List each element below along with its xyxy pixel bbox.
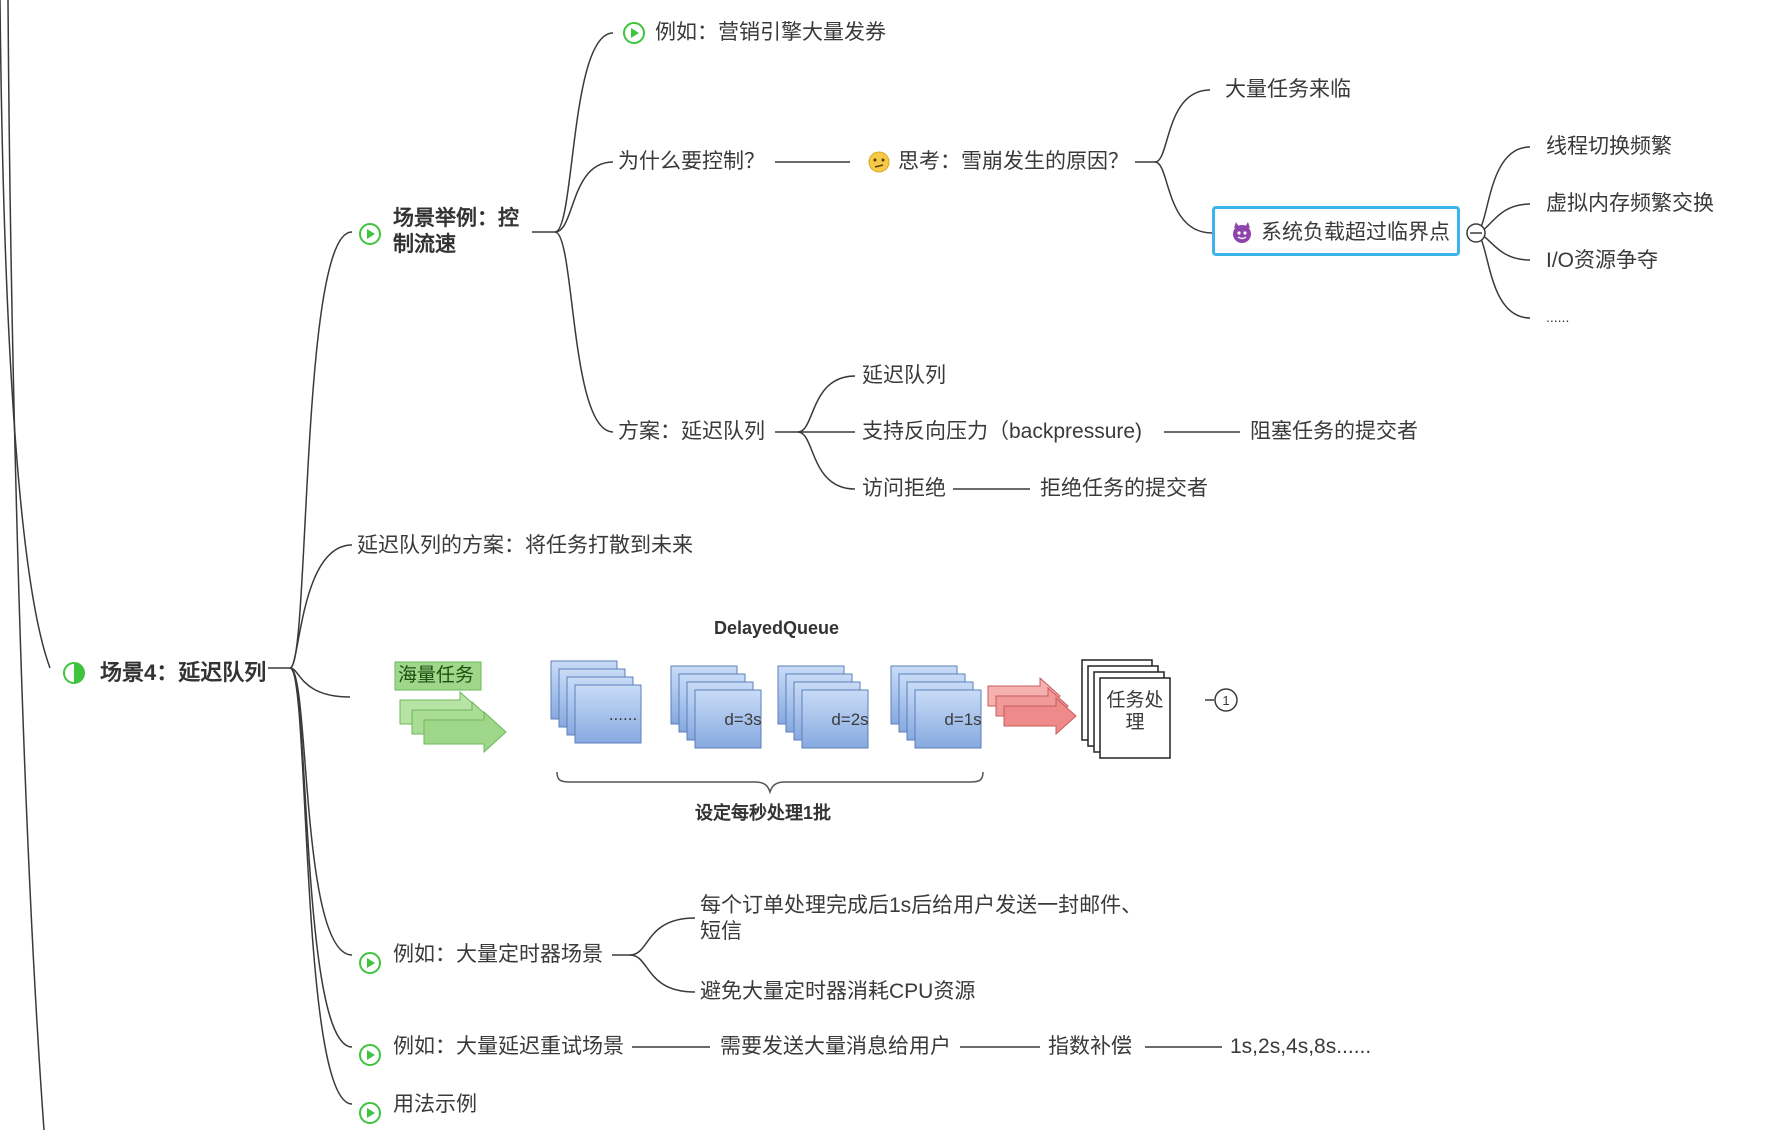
retry-step-3-label[interactable]: 1s,2s,4s,8s...... [1230,1035,1372,1058]
stack-1-label: ...... [608,705,638,724]
half-circle-progress-icon [63,662,85,684]
timer-node-label[interactable]: 例如：大量定时器场景 [393,943,603,966]
queue-stack-4 [890,665,982,749]
reject-result-label[interactable]: 拒绝任务的提交者 [1040,477,1208,500]
backpressure-result-label[interactable]: 阻塞任务的提交者 [1250,420,1418,443]
thinking-emoji-icon [868,151,890,173]
diagram-title: DelayedQueue [714,618,840,638]
example-connectors [612,917,1222,1048]
timer-item-1-label[interactable]: 每个订单处理完成后1s后给用户发送一封邮件、短信 [700,894,1143,943]
control-node-label[interactable]: 场景举例：控制流速 [393,207,519,256]
effect-3-label[interactable]: I/O资源争夺 [1546,249,1659,272]
effect-2-label[interactable]: 虚拟内存频繁交换 [1546,192,1714,215]
plan-node-label[interactable]: 方案：延迟队列 [618,420,765,443]
play-icons [359,22,645,1124]
input-arrows [399,690,507,754]
processor-box [1081,659,1171,759]
root-node-label[interactable]: 场景4：延迟队列 [100,660,267,685]
stack-2-label: d=3s [724,710,762,729]
control-example-label[interactable]: 例如：营销引擎大量发券 [655,21,886,44]
marker-badge[interactable] [1214,688,1238,712]
delay-plan-note[interactable]: 延迟队列的方案：将任务打散到未来 [357,534,693,557]
cause-2-label[interactable]: 系统负载超过临界点 [1261,221,1450,244]
plan-item-1-label[interactable]: 延迟队列 [862,364,946,387]
collapse-toggle[interactable] [1466,223,1486,243]
think-node-label[interactable]: 思考：雪崩发生的原因？ [898,150,1129,173]
why-node-label[interactable]: 为什么要控制？ [618,150,765,173]
input-label-bg [394,661,482,691]
queue-stack-3 [777,665,869,749]
devil-icon [1233,222,1251,243]
cause-1-label[interactable]: 大量任务来临 [1225,78,1351,101]
queue-stack-2 [670,665,762,749]
input-label: 海量任务 [398,665,475,686]
marker-text: 1 [1222,693,1229,708]
brace-label: 设定每秒处理1批 [695,803,832,823]
root-connectors [268,231,353,1105]
plan-item-3-label[interactable]: 访问拒绝 [862,477,946,500]
left-connectors [0,0,51,1130]
queue-stack-1 [550,660,642,744]
selected-node-frame[interactable] [1212,206,1460,256]
output-arrows [987,676,1077,736]
stack-4-label: d=1s [944,710,982,729]
usage-node-label[interactable]: 用法示例 [393,1093,477,1116]
retry-step-2-label[interactable]: 指数补偿 [1048,1035,1132,1058]
timer-item-2-label[interactable]: 避免大量定时器消耗CPU资源 [700,980,976,1003]
processor-label: 任务处理 [1106,690,1164,733]
retry-step-1-label[interactable]: 需要发送大量消息给用户 [720,1035,951,1058]
batch-brace [556,771,984,795]
retry-node-label[interactable]: 例如：大量延迟重试场景 [393,1035,624,1058]
plan-item-2-label[interactable]: 支持反向压力（backpressure) [862,420,1143,443]
effect-1-label[interactable]: 线程切换频繁 [1546,135,1672,158]
effect-4-label[interactable]: ...... [1546,309,1570,325]
stack-3-label: d=2s [831,710,869,729]
